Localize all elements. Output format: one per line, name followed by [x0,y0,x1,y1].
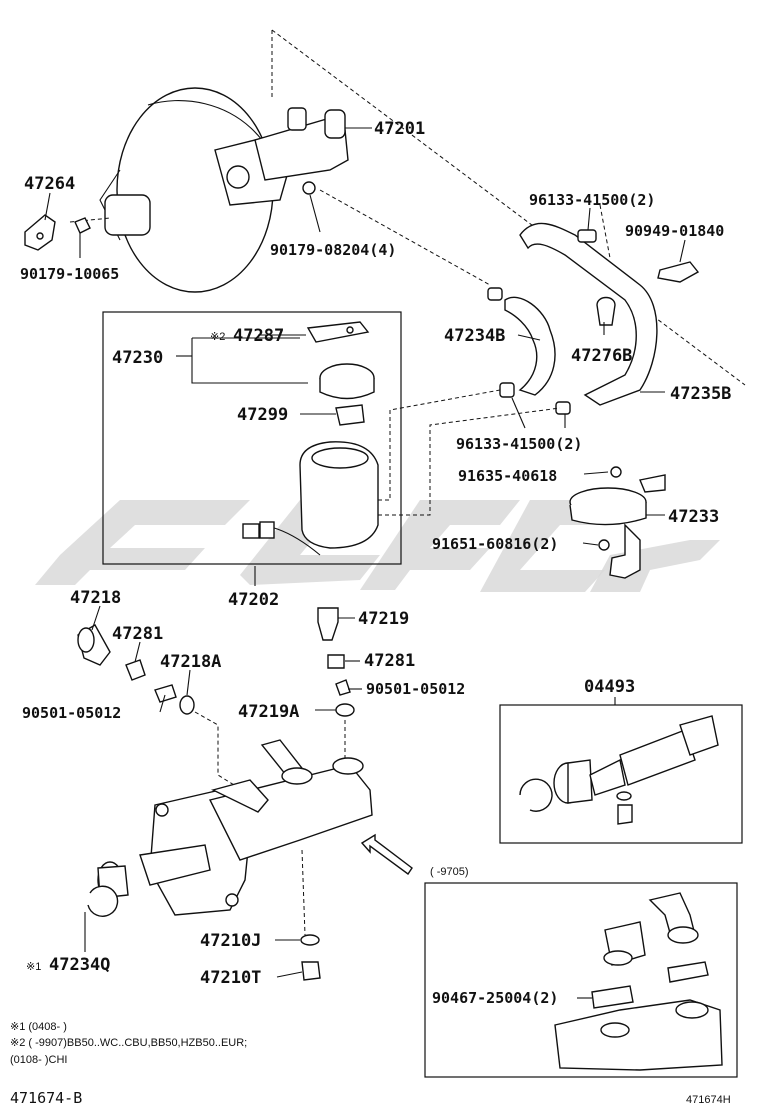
label-47287-prefix: ※2 [210,331,225,343]
inset-frame [424,882,738,1078]
label-47287: 47287 [233,326,284,346]
bracket-47233 [569,466,666,579]
label-47210T: 47210T [200,968,261,988]
label-47299: 47299 [237,405,288,425]
note-line-3: (0108- )CHI [10,1054,67,1066]
label-47219A: 47219A [238,702,299,722]
label-47281-left: 47281 [112,624,163,644]
master-cylinder-top [214,107,349,206]
label-47201: 47201 [374,119,425,139]
footnotes: ※1 (0408- ) ※2 ( -9907)BB50..WC..CBU,BB5… [10,1021,247,1066]
label-47230: 47230 [112,348,163,368]
label-47218: 47218 [70,588,121,608]
label-47234Q: 47234Q [49,955,110,975]
label-90501-left: 90501-05012 [22,704,121,722]
label-90467: 90467-25004(2) [432,989,558,1007]
reservoir-parts [191,321,379,556]
reservoir-frame [102,311,402,565]
brake-booster [69,87,274,293]
label-91635: 91635-40618 [458,467,557,485]
label-47276B: 47276B [571,346,632,366]
label-9705: ( -9705) [430,866,469,878]
label-47202: 47202 [228,590,279,610]
master-cylinder-bottom [87,739,373,981]
label-91651: 91651-60816(2) [432,535,558,553]
note-line-1: ※1 (0408- ) [10,1021,67,1033]
footer-right-code: 471674H [686,1094,731,1106]
label-47234B: 47234B [444,326,505,346]
label-47235B: 47235B [670,384,731,404]
lower-left-parts [77,607,355,717]
label-47281-right: 47281 [364,651,415,671]
footer-left-code: 471674-B [10,1089,82,1107]
hoses-top-right [487,204,700,415]
label-47233: 47233 [668,507,719,527]
label-90179-08204: 90179-08204(4) [270,241,396,259]
label-47210J: 47210J [200,931,261,951]
kit-frame [499,704,743,844]
label-04493: 04493 [584,677,635,697]
label-90501-right: 90501-05012 [366,680,465,698]
label-90949: 90949-01840 [625,222,724,240]
label-96133-bottom: 96133-41500(2) [456,435,582,453]
note-line-2: ※2 ( -9907)BB50..WC..CBU,BB50,HZB50..EUR… [10,1037,247,1049]
kit-parts [519,715,719,825]
label-47234Q-prefix: ※1 [26,961,41,973]
bracket-47264 [24,214,91,251]
label-96133-top: 96133-41500(2) [529,191,655,209]
label-47218A: 47218A [160,652,221,672]
inset-parts [554,892,723,1071]
leaders [44,127,686,999]
label-47264: 47264 [24,174,75,194]
label-47219: 47219 [358,609,409,629]
label-90179-10065: 90179-10065 [20,265,119,283]
part-labels: 47201 47264 90179-10065 90179-08204(4) 9… [20,119,731,1007]
